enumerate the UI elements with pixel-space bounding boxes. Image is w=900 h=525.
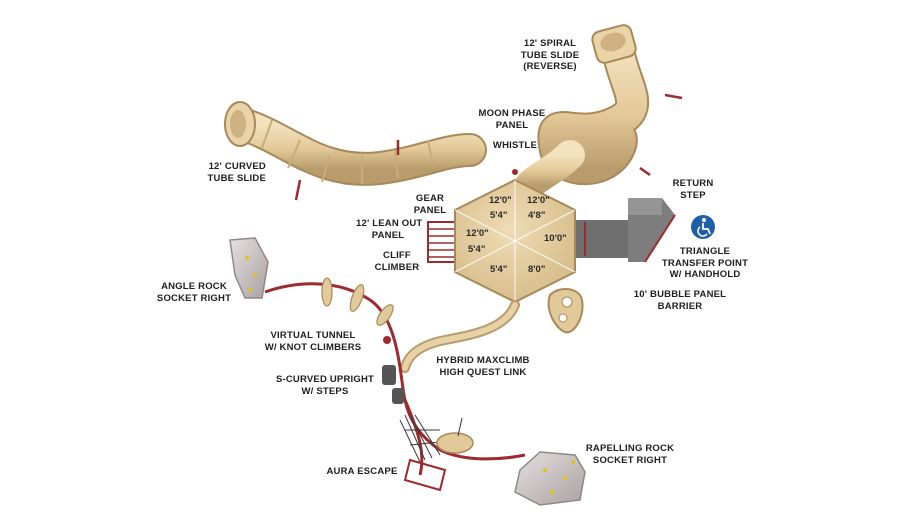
curved-tube-slide: [224, 101, 487, 201]
wheelchair-icon: [691, 215, 715, 239]
label-curved-tube-slide: 12' CURVED TUBE SLIDE: [207, 161, 266, 184]
deck-height-bottom-left: 5'4": [490, 264, 508, 275]
label-return-step: RETURN STEP: [672, 178, 714, 201]
label-whistle: WHISTLE: [492, 140, 538, 151]
label-hybrid-maxclimb: HYBRID MAXCLIMB HIGH QUEST LINK: [436, 355, 530, 378]
rapelling-rock: [514, 451, 586, 506]
deck-height-bottom-right: 8'0": [528, 264, 546, 275]
label-gear-panel: GEAR PANEL: [413, 193, 447, 216]
label-moon-phase-panel: MOON PHASE PANEL: [478, 108, 546, 131]
label-s-curved-upright: S-CURVED UPRIGHT w/ STEPS: [275, 374, 375, 397]
deck-height-upper-left: 5'4": [490, 210, 508, 221]
rail-path: [264, 282, 526, 476]
label-angle-rock-socket: ANGLE ROCK SOCKET RIGHT: [156, 281, 232, 304]
virtual-tunnel-knots: [321, 277, 394, 326]
label-lean-out-panel: 12' LEAN OUT PANEL: [356, 218, 423, 241]
aura-escape: [399, 414, 441, 463]
deck-height-top-left: 12'0": [489, 195, 512, 206]
angle-rock: [229, 237, 269, 299]
hybrid-maxclimb-link: [400, 300, 520, 373]
bubble-panel-barrier: [547, 288, 584, 334]
deck-height-upper-right: 4'8": [528, 210, 546, 221]
label-virtual-tunnel: VIRTUAL TUNNEL w/ KNOT CLIMBERS: [264, 330, 362, 353]
deck-height-right: 10'0": [544, 233, 567, 244]
deck-height-lower-left: 5'4": [468, 244, 486, 255]
label-bubble-panel-barrier: 10' BUBBLE PANEL BARRIER: [633, 289, 727, 312]
spiral-tube-slide: [515, 24, 683, 200]
transfer-platform: [575, 198, 676, 263]
deck-height-left: 12'0": [466, 228, 489, 239]
label-spiral-tube-slide: 12' SPIRAL TUBE SLIDE (REVERSE): [520, 38, 580, 72]
aura-escape-frame: [403, 417, 474, 492]
label-aura-escape: AURA ESCAPE: [326, 466, 398, 477]
s-curved-upright: [382, 336, 404, 404]
label-cliff-climber: CLIFF CLIMBER: [374, 250, 420, 273]
label-triangle-transfer-point: TRIANGLE TRANSFER POINT w/ HANDHOLD: [661, 246, 749, 280]
whistle-part: [512, 169, 518, 175]
deck-height-top-right: 12'0": [527, 195, 550, 206]
label-rapelling-rock: RAPELLING ROCK SOCKET RIGHT: [585, 443, 675, 466]
